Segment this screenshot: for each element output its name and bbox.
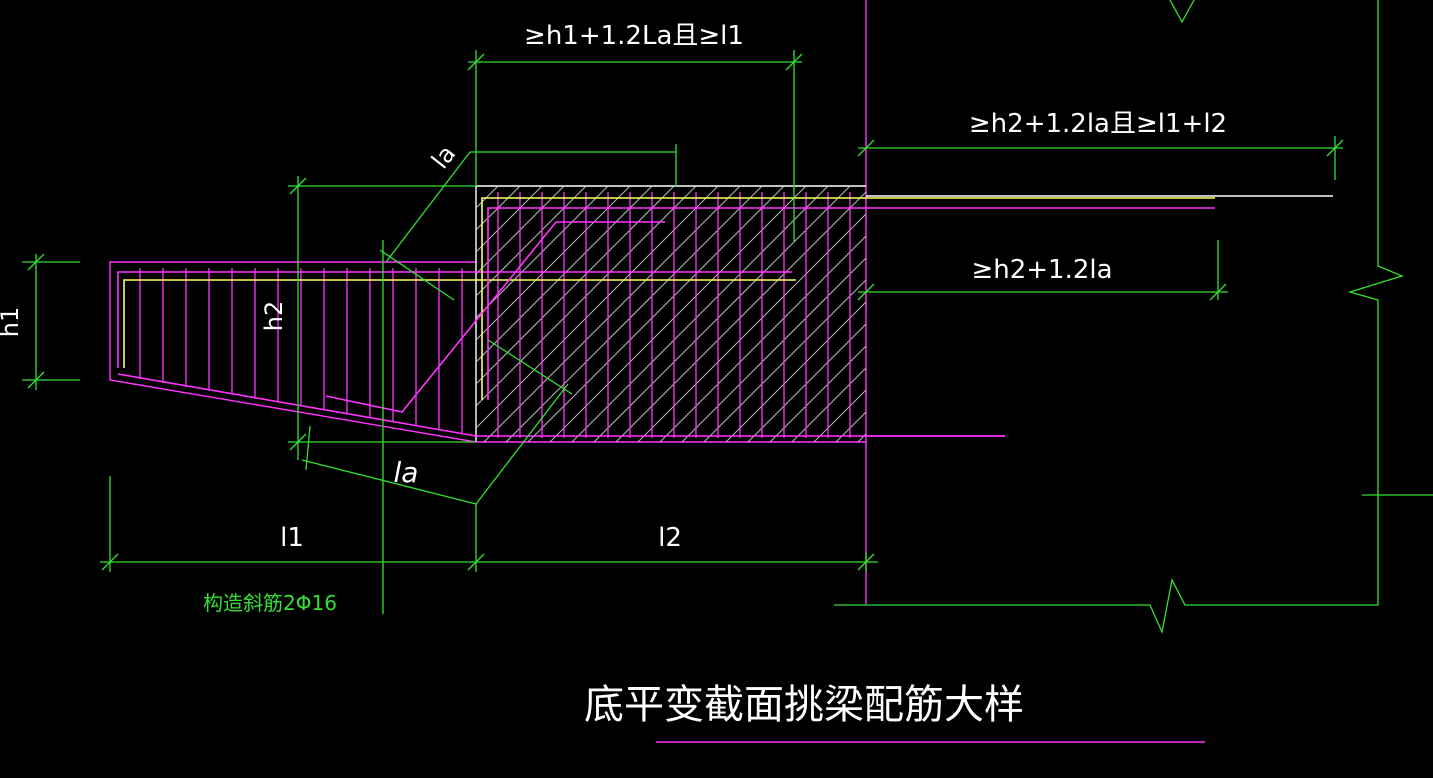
drawing-title-block: 底平变截面挑梁配筋大样 xyxy=(584,682,1205,743)
hatch-line xyxy=(659,235,867,443)
dim-l1: l1 xyxy=(280,523,304,553)
support-hatch xyxy=(475,185,867,443)
note-labels: 构造斜筋2Φ16 xyxy=(203,591,337,615)
dimension-lines xyxy=(22,0,1433,635)
hatch-line xyxy=(475,185,631,341)
hatch-line xyxy=(791,367,867,443)
hatch-line xyxy=(571,185,829,443)
hatch-line xyxy=(475,185,543,253)
dim-l2: l2 xyxy=(658,523,682,553)
beam-outline xyxy=(109,185,1333,443)
drawing-title: 底平变截面挑梁配筋大样 xyxy=(584,682,1024,728)
hatch-line xyxy=(475,185,675,385)
stirrups xyxy=(139,192,851,438)
hatch-line xyxy=(615,191,867,443)
hatch-line xyxy=(813,389,867,443)
hatch-line xyxy=(703,279,867,443)
hatch-line xyxy=(593,185,851,443)
hatch-line xyxy=(475,185,499,209)
hatch-line xyxy=(747,323,867,443)
bent-bar-note: 构造斜筋2Φ16 xyxy=(203,591,337,615)
hatch-line xyxy=(475,185,719,429)
hatch-line xyxy=(637,213,867,443)
hatch-line xyxy=(725,301,867,443)
dim-h2: h2 xyxy=(260,301,288,331)
hatch-line xyxy=(835,411,867,443)
hatch-line xyxy=(505,185,763,443)
hatch-line xyxy=(483,185,741,443)
dim-la-upper: la xyxy=(426,140,461,174)
dim-h1: h1 xyxy=(0,307,24,337)
dimension-labels: ≥h1+1.2La且≥l1 ≥h2+1.2la且≥l1+l2 ≥h2+1.2la… xyxy=(0,21,1227,553)
main-reinforcement xyxy=(117,197,1215,437)
dim-lower-right-length: ≥h2+1.2la xyxy=(971,255,1112,285)
hatch-line xyxy=(475,185,587,297)
dim-la-lower: la xyxy=(394,456,419,489)
hatch-line xyxy=(527,185,785,443)
hatch-line xyxy=(549,185,807,443)
hatch-line xyxy=(681,257,867,443)
dim-top-length: ≥h1+1.2La且≥l1 xyxy=(524,21,744,51)
dim-upper-right-length: ≥h2+1.2la且≥l1+l2 xyxy=(969,109,1227,139)
